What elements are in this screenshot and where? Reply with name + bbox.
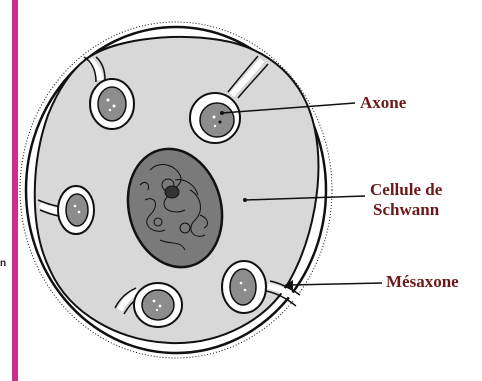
label-schwann-line2: Schwann <box>370 200 442 220</box>
axon-bottom-right <box>230 269 256 305</box>
axon-bottom-left <box>142 290 174 320</box>
label-axone-text: Axone <box>360 93 406 113</box>
axon-top-left <box>98 87 126 121</box>
axon-left <box>66 194 88 226</box>
label-mesaxone: Mésaxone <box>386 272 459 292</box>
pointer-mesaxone <box>290 283 382 285</box>
axon-top-right <box>200 103 234 137</box>
label-schwann-line1: Cellule de <box>370 180 442 200</box>
nucleolus <box>165 186 179 198</box>
label-schwann-cell: Cellule de Schwann <box>370 180 442 220</box>
label-mesaxone-text: Mésaxone <box>386 272 459 292</box>
label-axone: Axone <box>360 93 406 113</box>
